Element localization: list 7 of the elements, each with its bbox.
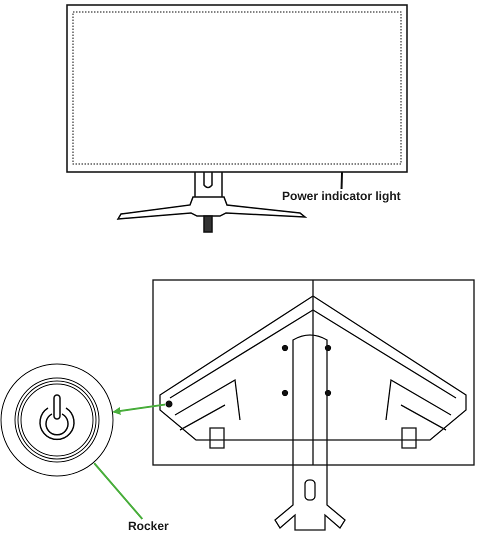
arrow: [112, 404, 166, 415]
power-button-magnified-drawing: [0, 363, 114, 477]
leader-line: [93, 462, 144, 520]
callout-label: Rocker: [128, 519, 169, 533]
power-button: [165, 400, 173, 408]
callout-label: Power indicator light: [282, 189, 401, 203]
leader-line: [340, 172, 343, 190]
